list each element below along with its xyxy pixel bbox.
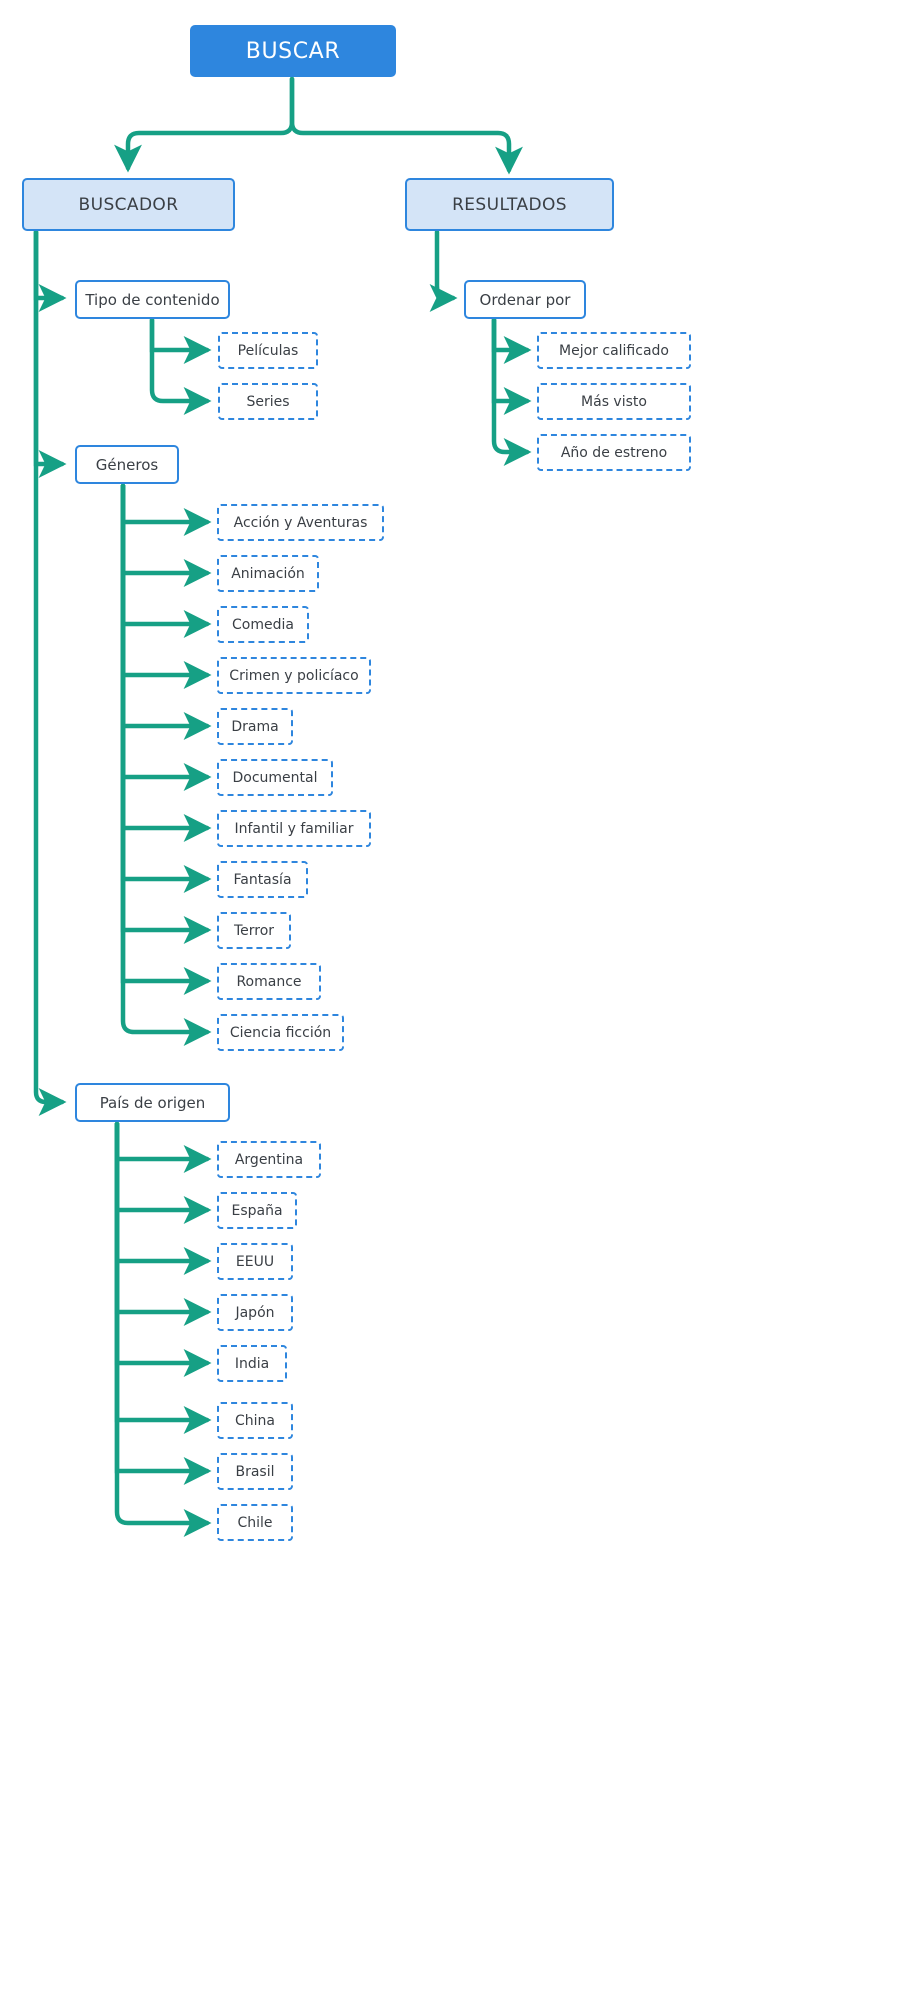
leaf-drama[interactable]: Drama xyxy=(217,708,293,745)
leaf-documental[interactable]: Documental xyxy=(217,759,333,796)
leaf-argentina-label: Argentina xyxy=(234,1151,304,1168)
node-generos-label: Géneros xyxy=(95,455,159,474)
leaf-eeuu[interactable]: EEUU xyxy=(217,1243,293,1280)
leaf-romance[interactable]: Romance xyxy=(217,963,321,1000)
node-pais-de-origen-label: País de origen xyxy=(99,1093,206,1112)
leaf-mejor-calificado[interactable]: Mejor calificado xyxy=(537,332,691,369)
leaf-japon-label: Japón xyxy=(235,1304,275,1321)
leaf-china-label: China xyxy=(235,1412,275,1429)
leaf-animacion-label: Animación xyxy=(231,565,305,582)
node-buscador[interactable]: BUSCADOR xyxy=(22,178,235,231)
node-pais-de-origen[interactable]: País de origen xyxy=(75,1083,230,1122)
leaf-argentina[interactable]: Argentina xyxy=(217,1141,321,1178)
leaf-ciencia-ficcion[interactable]: Ciencia ficción xyxy=(217,1014,344,1051)
leaf-brasil[interactable]: Brasil xyxy=(217,1453,293,1490)
leaf-espana[interactable]: España xyxy=(217,1192,297,1229)
leaf-ano-de-estreno-label: Año de estreno xyxy=(560,444,668,461)
node-resultados[interactable]: RESULTADOS xyxy=(405,178,614,231)
leaf-infantil-y-familiar-label: Infantil y familiar xyxy=(234,820,354,837)
leaf-drama-label: Drama xyxy=(231,718,279,735)
leaf-peliculas-label: Películas xyxy=(237,342,299,359)
node-tipo-de-contenido-label: Tipo de contenido xyxy=(85,290,220,309)
leaf-japon[interactable]: Japón xyxy=(217,1294,293,1331)
leaf-romance-label: Romance xyxy=(236,973,302,990)
leaf-mas-visto[interactable]: Más visto xyxy=(537,383,691,420)
leaf-peliculas[interactable]: Películas xyxy=(218,332,318,369)
node-buscar[interactable]: BUSCAR xyxy=(190,25,396,77)
node-buscador-label: BUSCADOR xyxy=(78,194,179,215)
leaf-terror[interactable]: Terror xyxy=(217,912,291,949)
leaf-terror-label: Terror xyxy=(233,922,275,939)
node-ordenar-por[interactable]: Ordenar por xyxy=(464,280,586,319)
leaf-accion-y-aventuras-label: Acción y Aventuras xyxy=(233,514,368,531)
leaf-infantil-y-familiar[interactable]: Infantil y familiar xyxy=(217,810,371,847)
leaf-china[interactable]: China xyxy=(217,1402,293,1439)
leaf-brasil-label: Brasil xyxy=(235,1463,275,1480)
leaf-accion-y-aventuras[interactable]: Acción y Aventuras xyxy=(217,504,384,541)
leaf-fantasia[interactable]: Fantasía xyxy=(217,861,308,898)
node-ordenar-por-label: Ordenar por xyxy=(479,290,571,309)
leaf-animacion[interactable]: Animación xyxy=(217,555,319,592)
leaf-fantasia-label: Fantasía xyxy=(233,871,292,888)
leaf-chile[interactable]: Chile xyxy=(217,1504,293,1541)
leaf-espana-label: España xyxy=(231,1202,283,1219)
node-generos[interactable]: Géneros xyxy=(75,445,179,484)
leaf-series[interactable]: Series xyxy=(218,383,318,420)
leaf-eeuu-label: EEUU xyxy=(235,1253,275,1270)
leaf-mejor-calificado-label: Mejor calificado xyxy=(559,342,669,359)
leaf-mas-visto-label: Más visto xyxy=(581,393,647,410)
leaf-comedia[interactable]: Comedia xyxy=(217,606,309,643)
node-buscar-label: BUSCAR xyxy=(245,38,341,64)
node-resultados-label: RESULTADOS xyxy=(452,194,567,215)
leaf-comedia-label: Comedia xyxy=(232,616,294,633)
leaf-ano-de-estreno[interactable]: Año de estreno xyxy=(537,434,691,471)
node-tipo-de-contenido[interactable]: Tipo de contenido xyxy=(75,280,230,319)
leaf-series-label: Series xyxy=(246,393,290,410)
leaf-chile-label: Chile xyxy=(237,1514,273,1531)
leaf-india[interactable]: India xyxy=(217,1345,287,1382)
leaf-crimen-y-policiaco[interactable]: Crimen y policíaco xyxy=(217,657,371,694)
leaf-india-label: India xyxy=(234,1355,270,1372)
leaf-crimen-y-policiaco-label: Crimen y policíaco xyxy=(229,667,359,684)
leaf-ciencia-ficcion-label: Ciencia ficción xyxy=(229,1024,332,1041)
leaf-documental-label: Documental xyxy=(232,769,318,786)
